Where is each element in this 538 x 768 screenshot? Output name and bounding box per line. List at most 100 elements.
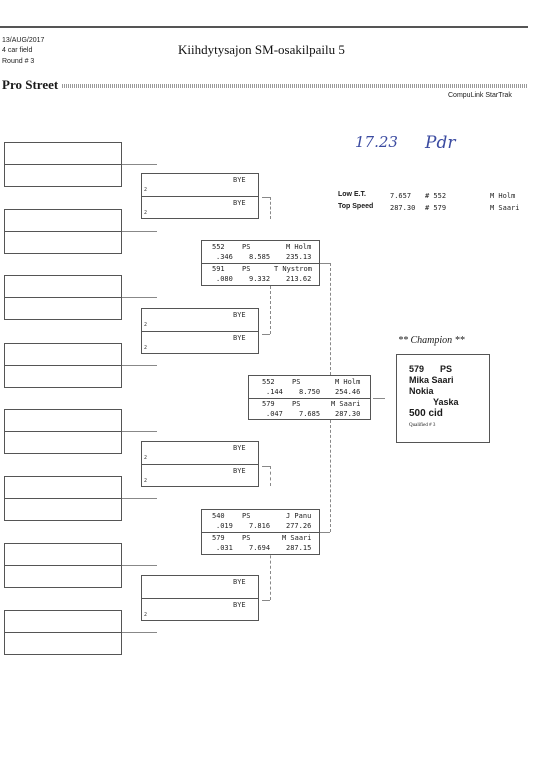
top-speed-value: 287.30 (390, 204, 416, 212)
round-number: Round # 3 (2, 58, 35, 65)
lane-mark: 2 (144, 478, 148, 484)
round1-pair-1 (4, 142, 122, 187)
reaction-time: .031 (216, 544, 233, 552)
round1-pair-6 (4, 476, 122, 521)
connector (262, 334, 270, 335)
bye-label: BYE (233, 467, 246, 475)
connector (122, 498, 157, 499)
car-number: 552 (262, 378, 275, 386)
bye-label: BYE (233, 176, 246, 184)
car-class: PS (242, 243, 251, 251)
round1-pair-8 (4, 610, 122, 655)
reaction-time: .080 (216, 275, 233, 283)
elapsed-time: 8.585 (249, 253, 271, 261)
reaction-time: .019 (216, 522, 233, 530)
class-name: Pro Street (2, 77, 59, 92)
top-rule (0, 26, 528, 28)
lane-mark: 2 (144, 210, 148, 216)
speed: 235.13 (286, 253, 312, 261)
dashed-connector (270, 197, 271, 219)
bye-label: BYE (233, 199, 246, 207)
bye-label: BYE (233, 334, 246, 342)
software-name: CompuLink StarTrak (448, 92, 512, 99)
field-size: 4 car field (2, 47, 33, 54)
reaction-time: .144 (266, 388, 283, 396)
lane-mark: 2 (144, 187, 148, 193)
elapsed-time: 8.750 (299, 388, 321, 396)
dashed-connector (330, 263, 331, 375)
connector (122, 164, 157, 165)
connector (122, 297, 157, 298)
driver-name: M Holm (335, 378, 361, 386)
car-class: PS (242, 265, 251, 273)
bye-label: BYE (233, 578, 246, 586)
reaction-time: .047 (266, 410, 283, 418)
connector (122, 632, 157, 633)
driver-name: T Nystrom (274, 265, 312, 273)
car-class: PS (242, 534, 251, 542)
connector (122, 431, 157, 432)
car-class: PS (292, 400, 301, 408)
lane-mark: 2 (144, 612, 148, 618)
page-title: Kiihdytysajon SM-osakilpailu 5 (178, 42, 345, 57)
connector (122, 365, 157, 366)
low-et-value: 7.657 (390, 192, 412, 200)
connector (262, 466, 270, 467)
dashed-connector (270, 545, 271, 600)
champion-sponsor: Nokia (409, 386, 434, 396)
champion-city: Yaska (433, 397, 459, 407)
round2-bye-pair-4: BYE BYE 2 (141, 575, 259, 621)
round2-bye-pair-3: BYE 2 BYE 2 (141, 441, 259, 487)
event-date: 13/AUG/2017 (2, 37, 45, 44)
driver-name: M Saari (331, 400, 361, 408)
round2-bye-pair-2: BYE 2 BYE 2 (141, 308, 259, 354)
car-number: 579 (262, 400, 275, 408)
car-class: PS (292, 378, 301, 386)
bye-label: BYE (233, 311, 246, 319)
round1-pair-4 (4, 343, 122, 388)
handwritten-time: 17.23 (355, 133, 398, 151)
class-divider (62, 84, 528, 88)
driver-name: M Saari (282, 534, 312, 542)
semifinal-1: 552 PS M Holm .346 8.585 235.13 591 PS T… (201, 240, 320, 286)
driver-name: J Panu (286, 512, 312, 520)
handwritten-signature: Pdr (425, 133, 456, 153)
speed: 254.46 (335, 388, 361, 396)
dashed-connector (330, 420, 331, 532)
dashed-connector (270, 286, 271, 334)
champion-driver: Mika Saari (409, 375, 454, 385)
final-match: 552 PS M Holm .144 8.750 254.46 579 PS M… (248, 375, 371, 420)
top-speed-label: Top Speed (338, 203, 374, 210)
champion-qualified: Qualified # 3 (409, 423, 436, 428)
lane-mark: 2 (144, 322, 148, 328)
connector (122, 565, 157, 566)
connector (262, 197, 270, 198)
connector (373, 398, 385, 399)
car-number: 591 (212, 265, 225, 273)
speed: 287.30 (335, 410, 361, 418)
connector (262, 600, 270, 601)
car-number: 552 (212, 243, 225, 251)
round1-pair-7 (4, 543, 122, 588)
lane-mark: 2 (144, 455, 148, 461)
speed: 213.62 (286, 275, 312, 283)
car-number: 540 (212, 512, 225, 520)
champion-engine: 500 cid (409, 408, 443, 419)
bye-label: BYE (233, 444, 246, 452)
car-class: PS (242, 512, 251, 520)
elapsed-time: 7.685 (299, 410, 321, 418)
top-speed-driver: M Saari (490, 204, 520, 212)
top-speed-car: # 579 (425, 204, 447, 212)
speed: 277.26 (286, 522, 312, 530)
driver-name: M Holm (286, 243, 312, 251)
car-number: 579 (212, 534, 225, 542)
champion-car: 579 (409, 364, 425, 374)
bye-label: BYE (233, 601, 246, 609)
low-et-driver: M Holm (490, 192, 516, 200)
elapsed-time: 9.332 (249, 275, 271, 283)
elapsed-time: 7.816 (249, 522, 271, 530)
champion-box: 579 PS Mika Saari Nokia Yaska 500 cid Qu… (396, 354, 490, 443)
elapsed-time: 7.694 (249, 544, 271, 552)
semifinal-2: 540 PS J Panu .019 7.816 277.26 579 PS M… (201, 509, 320, 555)
dashed-connector (270, 466, 271, 486)
